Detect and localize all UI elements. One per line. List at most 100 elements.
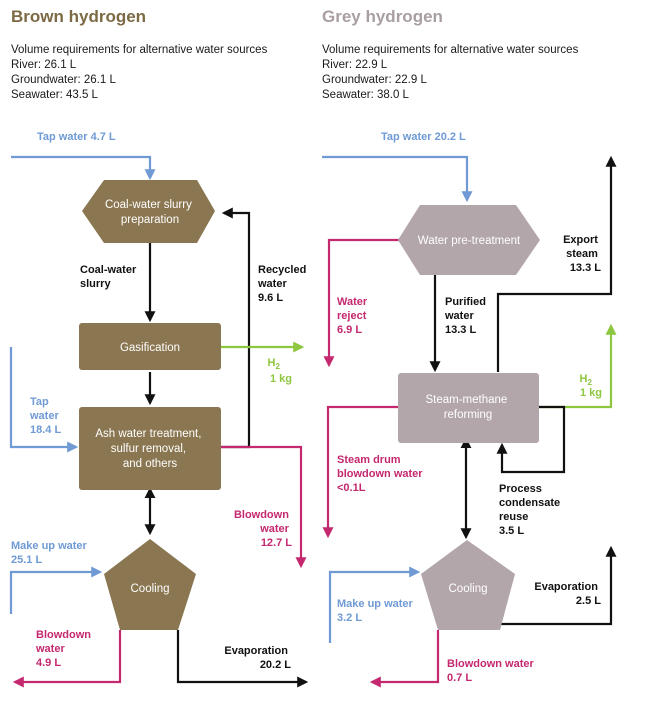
grey-water-reject-l1: Water [337, 296, 368, 308]
grey-export-steam-l1: Export [563, 234, 598, 246]
grey-h2-symbol: H [580, 373, 588, 385]
grey-pretreatment-node [398, 205, 540, 275]
brown-blowdown-right-l3: 12.7 L [261, 537, 292, 549]
brown-blowdown-bottom-l1: Blowdown [36, 629, 91, 641]
brown-blowdown-bottom-arrow [12, 630, 122, 688]
svg-text:Steam-methane reforming: Steam-methane reforming [425, 394, 510, 421]
brown-h2-mass: 1 kg [270, 373, 292, 385]
brown-tap-side-l1: Tap [30, 396, 49, 408]
brown-req-heading: Volume requirements for alternative wate… [11, 44, 268, 56]
brown-req-seawater: Seawater: 43.5 L [11, 89, 99, 101]
grey-pretreatment-label: Water pre-treatment [418, 235, 521, 247]
grey-req-river: River: 22.9 L [322, 59, 388, 71]
grey-purified-l2: water [444, 310, 474, 322]
svg-text:Water reject 6.9 L: Water reject 6.9 L [337, 296, 370, 336]
grey-tap-water-top-label: Tap water 20.2 L [381, 131, 466, 143]
svg-text:H2 1 kg: H2 1 kg [268, 357, 292, 385]
svg-text:Export steam 13.3 L: Export steam 13.3 L [563, 234, 601, 274]
brown-tap-water-top-arrow [11, 155, 156, 181]
brown-blowdown-right-arrow [221, 445, 307, 569]
grey-cooling-label: Cooling [449, 583, 488, 595]
grey-purified-l3: 13.3 L [445, 324, 476, 336]
svg-text:Blowdown water 4.9 L: Blowdown water 4.9 L [35, 629, 94, 669]
grey-make-up-l2: 3.2 L [337, 612, 362, 624]
brown-make-up-l1: Make up water [11, 540, 88, 552]
grey-condensate-l3: reuse [499, 511, 528, 523]
brown-evaporation-arrow [176, 630, 309, 688]
brown-tap-side-l3: 18.4 L [30, 424, 61, 436]
grey-req-seawater: Seawater: 38.0 L [322, 89, 410, 101]
grey-water-reject-l3: 6.9 L [337, 324, 362, 336]
brown-cooling-node [104, 539, 196, 630]
svg-text:Tap water 18.4 L: Tap water 18.4 L [29, 396, 62, 436]
grey-smr-node [398, 373, 539, 443]
brown-slurry-prep-line2: preparation [121, 214, 179, 226]
brown-ash-line1: Ash water treatment, [95, 428, 201, 440]
grey-water-reject-arrow [323, 238, 402, 368]
grey-process-condensate-arrow [496, 405, 566, 474]
brown-recycled-l2: water [257, 278, 287, 290]
svg-text:H2 1 kg: H2 1 kg [580, 373, 602, 399]
brown-recycled-l3: 9.6 L [258, 292, 283, 304]
grey-blowdown-bottom-arrow [369, 630, 440, 688]
svg-text:Evaporation 20.2 L: Evaporation 20.2 L [224, 645, 291, 671]
brown-blowdown-bottom-l2: water [35, 643, 65, 655]
brown-tap-water-side-arrow [9, 347, 79, 453]
brown-recycled-l1: Recycled [258, 264, 306, 276]
grey-tap-water-top-arrow [322, 155, 473, 203]
grey-h2-mass: 1 kg [580, 387, 602, 399]
grey-steam-drum-l3: <0.1L [337, 482, 366, 494]
svg-text:Make up water 25.1 L: Make up water 25.1 L [11, 540, 90, 566]
grey-req-groundwater: Groundwater: 22.9 L [322, 74, 427, 86]
svg-text:Evaporation 2.5 L: Evaporation 2.5 L [534, 581, 601, 607]
grey-evaporation-arrow [500, 545, 617, 626]
grey-cooling-node [421, 540, 515, 630]
brown-ash-treatment-node [79, 407, 221, 490]
svg-text:Recycled water 9.6 L: Recycled water 9.6 L [257, 264, 309, 304]
grey-condensate-l1: Process [499, 483, 542, 495]
brown-req-river: River: 26.1 L [11, 59, 77, 71]
brown-make-up-l2: 25.1 L [11, 554, 42, 566]
brown-slurry-prep-line1: Coal-water slurry [105, 199, 192, 211]
brown-slurry-prep-node [82, 180, 215, 243]
grey-smr-line2: reforming [444, 409, 493, 421]
grey-purified-l1: Purified [445, 296, 486, 308]
brown-ash-line2: sulfur removal, [111, 443, 186, 455]
svg-text:Make up water 3.2 L: Make up water 3.2 L [337, 598, 416, 624]
grey-make-up-l1: Make up water [337, 598, 414, 610]
svg-text:Coal-water slurry: Coal-water slurry [80, 264, 139, 290]
grey-make-up-water-arrow [328, 566, 421, 643]
svg-text:Process condensate reu: Process condensate reuse 3.5 L [499, 483, 563, 537]
grey-blowdown-bottom-l1: Blowdown water [447, 658, 535, 670]
grey-water-reject-l2: reject [337, 310, 367, 322]
grey-export-steam-l3: 13.3 L [570, 262, 601, 274]
grey-condensate-l2: condensate [499, 497, 560, 509]
brown-blowdown-right-l2: water [259, 523, 289, 535]
brown-ash-line3: and others [123, 458, 178, 470]
grey-export-steam-l2: steam [566, 248, 598, 260]
brown-recycled-water-arrow [221, 207, 251, 449]
brown-gasification-label: Gasification [120, 342, 180, 354]
brown-make-up-water-arrow [9, 566, 103, 614]
brown-evaporation-l1: Evaporation [224, 645, 288, 657]
grey-h2-subscript: 2 [587, 378, 592, 387]
grey-steam-drum-arrow [322, 405, 398, 539]
grey-export-steam-arrow [496, 155, 617, 372]
brown-req-groundwater: Groundwater: 26.1 L [11, 74, 116, 86]
svg-text:Steam drum blowdown water: Steam drum blowdown water <0.1L [337, 454, 426, 494]
grey-title: Grey hydrogen [322, 7, 443, 26]
svg-text:Blowdown water 12.7 L: Blowdown water 12.7 L [234, 509, 292, 549]
grey-evaporation-l1: Evaporation [534, 581, 598, 593]
svg-text:Ash water treatment, sulfu: Ash water treatment, sulfur removal, and… [95, 428, 204, 470]
grey-smr-line1: Steam-methane [425, 394, 507, 406]
brown-h2-subscript: 2 [275, 362, 280, 371]
brown-blowdown-right-l1: Blowdown [234, 509, 289, 521]
grey-evaporation-l2: 2.5 L [576, 595, 601, 607]
grey-steam-drum-l1: Steam drum [337, 454, 401, 466]
grey-req-heading: Volume requirements for alternative wate… [322, 44, 579, 56]
svg-text:Coal-water slurry preparat: Coal-water slurry preparation [105, 199, 195, 226]
brown-coal-water-slurry-l2: slurry [80, 278, 111, 290]
brown-coal-water-slurry-l1: Coal-water [80, 264, 137, 276]
brown-tap-side-l2: water [29, 410, 59, 422]
